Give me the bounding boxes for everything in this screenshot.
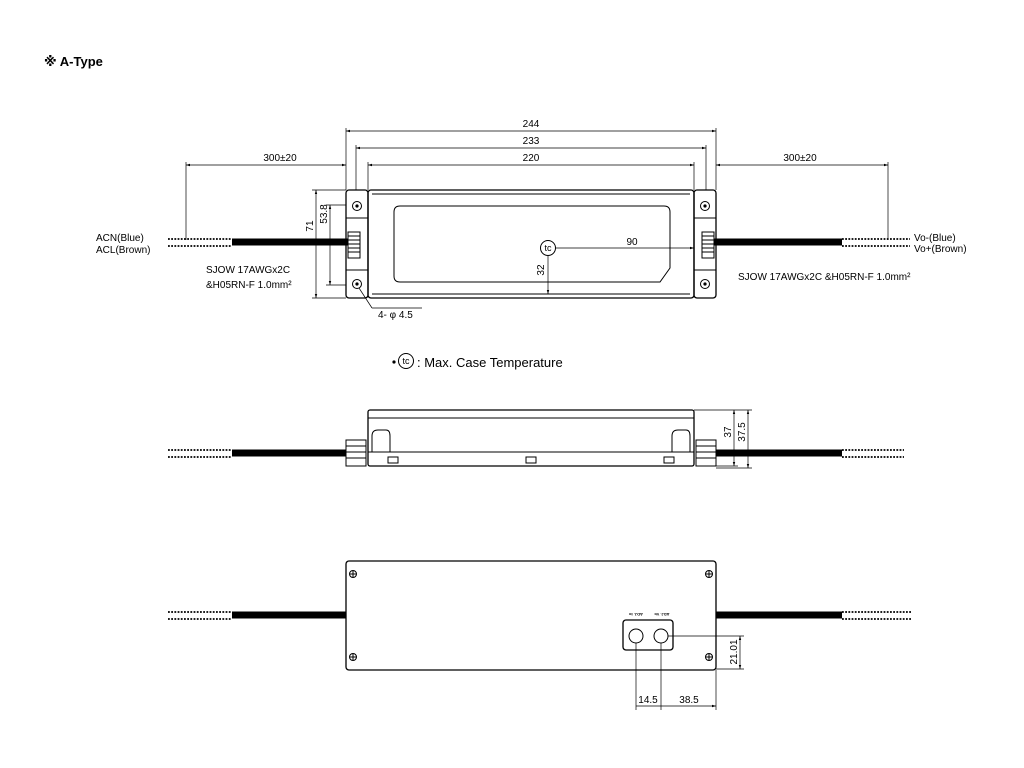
screw-icon <box>349 570 713 661</box>
cable-gland-left <box>347 231 361 259</box>
adj-vo-label: ADJ. Vo <box>654 612 670 617</box>
tc-symbol: tc <box>544 243 552 253</box>
dim-300-right: 300±20 <box>783 153 817 164</box>
input-wire-acl: ACL(Brown) <box>96 245 150 256</box>
mounting-hole-icon <box>352 201 710 289</box>
adj-io-pot-icon <box>628 628 644 644</box>
dim-53-8: 53.8 <box>319 204 330 224</box>
dim-90: 90 <box>626 237 638 248</box>
adj-vo-pot-icon <box>653 628 669 644</box>
legend-tc-icon <box>398 353 414 369</box>
section-heading: ※ A-Type <box>44 54 103 69</box>
dim-71: 71 <box>305 220 316 232</box>
adj-io-label: ADJ. Io <box>629 612 643 617</box>
dim-21-01: 21.01 <box>729 639 740 664</box>
dim-300-left: 300±20 <box>263 153 297 164</box>
dim-37: 37 <box>723 426 734 438</box>
tc-point-icon <box>540 240 556 256</box>
output-wire-vo-plus: Vo+(Brown) <box>914 244 967 255</box>
label-area <box>393 205 671 283</box>
legend-symbol: tc <box>402 356 410 366</box>
legend-text: : Max. Case Temperature <box>417 355 563 370</box>
case-body-top <box>367 189 695 299</box>
dim-32: 32 <box>536 264 547 276</box>
side-view: 37 37.5 <box>168 409 904 469</box>
dim-244: 244 <box>523 119 540 130</box>
top-view: 244 233 220 300±20 300±20 71 53.8 <box>96 119 967 321</box>
dim-38-5: 38.5 <box>679 695 699 706</box>
dim-14-5: 14.5 <box>638 695 658 706</box>
output-wire-vo-minus: Vo-(Blue) <box>914 233 956 244</box>
hole-note: 4- φ 4.5 <box>378 310 413 321</box>
input-cable-spec-2: &H05RN-F 1.0mm² <box>206 280 292 291</box>
output-cable-spec: SJOW 17AWGx2C &H05RN-F 1.0mm² <box>738 272 911 283</box>
cable-gland-right <box>701 231 715 259</box>
input-wire-acn: ACN(Blue) <box>96 233 144 244</box>
dim-220: 220 <box>523 153 540 164</box>
case-body-side <box>367 409 695 467</box>
bottom-view: ADJ. Io ADJ. Vo 21.01 14.5 38.5 <box>168 560 912 710</box>
pot-panel <box>622 619 674 651</box>
dim-37-5: 37.5 <box>737 422 748 442</box>
dim-233: 233 <box>523 136 540 147</box>
input-cable-spec-1: SJOW 17AWGx2C <box>206 265 290 276</box>
legend: tc : Max. Case Temperature <box>392 353 563 370</box>
